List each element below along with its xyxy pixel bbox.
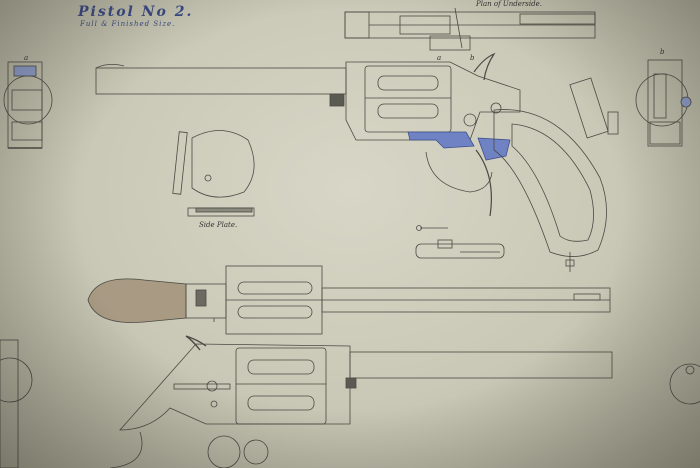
plan-view-revolver (87, 265, 611, 335)
label-b: b (470, 54, 475, 62)
small-parts (415, 225, 505, 259)
edge-partial-views (0, 339, 700, 468)
plan-caption: Plan of Underside. (476, 0, 542, 8)
left-detail-view (3, 61, 53, 149)
side-plate-view (172, 130, 255, 217)
label-b-right: b (660, 48, 665, 56)
drawing-title: Pistol No 2. (78, 4, 194, 20)
lower-revolver-side-view (109, 335, 613, 468)
drawing-subtitle: Full & Finished Size. (80, 20, 176, 28)
side-plate-caption: Side Plate. (199, 221, 238, 229)
label-a-left: a (24, 54, 29, 62)
main-revolver-side-view (95, 52, 607, 272)
plan-of-underside-view (344, 7, 596, 51)
label-a-top: a (437, 54, 442, 62)
right-detail-view (569, 59, 692, 147)
